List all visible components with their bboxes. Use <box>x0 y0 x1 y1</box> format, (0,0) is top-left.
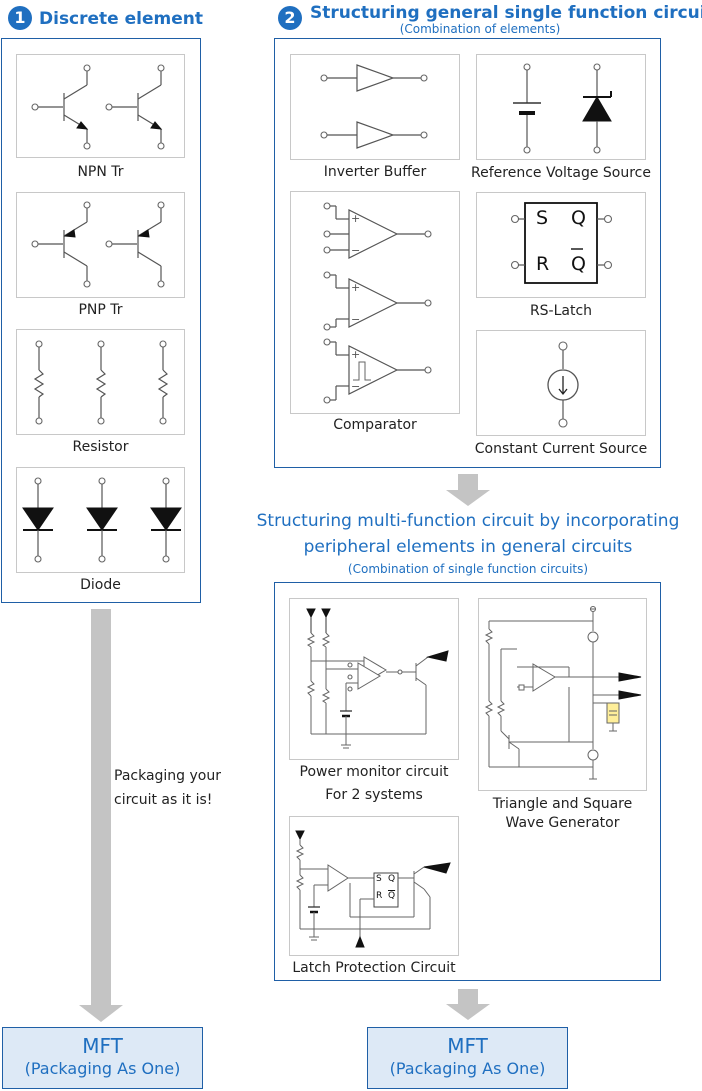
power-monitor-label-line1: Power monitor circuit <box>299 764 449 780</box>
mft-left-title: MFT <box>82 1034 123 1058</box>
rs-latch-label: RS-Latch <box>529 303 593 319</box>
latch-protection-label: Latch Protection Circuit <box>292 960 456 976</box>
section2-heading: Structuring general single function circ… <box>310 3 702 23</box>
side-note: Packaging your circuit as it is! <box>114 764 221 812</box>
inverter-buffer-label: Inverter Buffer <box>323 164 427 180</box>
comparator-label: Comparator <box>333 417 417 433</box>
section2-subheading: (Combination of elements) <box>399 22 561 36</box>
mft-left-subtitle: (Packaging As One) <box>24 1059 181 1078</box>
power-monitor-schematic <box>306 608 449 749</box>
mft-right-box: MFT (Packaging As One) <box>367 1027 568 1089</box>
resistor-card <box>16 329 185 435</box>
reference-voltage-symbol <box>513 63 612 154</box>
npn-transistor-symbol <box>31 64 165 150</box>
mini-latch-q: Q <box>388 874 396 884</box>
triangle-square-label-line2: Wave Generator <box>505 815 620 831</box>
diode-label: Diode <box>80 577 121 593</box>
resistor-label: Resistor <box>72 439 129 455</box>
mft-left-box: MFT (Packaging As One) <box>2 1027 203 1089</box>
mini-latch-r: R <box>376 891 383 901</box>
constant-current-label: Constant Current Source <box>474 441 648 457</box>
buffer-symbol <box>320 64 428 149</box>
svg-text:+: + <box>351 281 360 294</box>
comparator-card: + − + − + − <box>290 191 460 414</box>
power-monitor-label-line2: For 2 systems <box>325 787 423 803</box>
mini-latch-s: S <box>376 874 382 884</box>
latch-qbar-label: Q <box>571 253 586 275</box>
triangle-square-label-line1: Triangle and Square <box>492 796 633 812</box>
svg-text:−: − <box>351 244 360 257</box>
npn-card <box>16 54 185 158</box>
section3-heading-line2: peripheral elements in general circuits <box>303 537 633 557</box>
side-note-line1: Packaging your <box>114 768 221 784</box>
svg-text:+: + <box>351 348 360 361</box>
svg-text:−: − <box>351 313 360 326</box>
power-monitor-card <box>289 598 459 760</box>
side-note-line2: circuit as it is! <box>114 792 213 808</box>
latch-r-label: R <box>536 253 550 275</box>
resistor-symbol <box>33 340 169 425</box>
svg-text:−: − <box>351 380 360 393</box>
latch-protection-card: S Q R Q <box>289 816 459 956</box>
latch-q-label: Q <box>571 207 586 229</box>
reference-voltage-card <box>476 54 646 160</box>
npn-label: NPN Tr <box>77 164 124 180</box>
inverter-buffer-card <box>290 54 460 160</box>
svg-text:+: + <box>351 212 360 225</box>
section3-subheading: (Combination of single function circuits… <box>347 562 589 576</box>
triangle-square-card <box>478 598 647 791</box>
triangle-square-schematic <box>484 605 642 780</box>
latch-s-label: S <box>536 207 549 229</box>
reference-voltage-label: Reference Voltage Source <box>471 165 651 181</box>
mft-right-subtitle: (Packaging As One) <box>389 1059 546 1078</box>
mft-right-title: MFT <box>447 1034 488 1058</box>
constant-current-symbol <box>547 341 579 428</box>
pnp-transistor-symbol <box>31 201 165 288</box>
rs-latch-card: S Q R Q <box>476 192 646 298</box>
diode-card <box>16 467 185 573</box>
mini-latch-qbar: Q <box>388 891 396 901</box>
constant-current-card <box>476 330 646 436</box>
pnp-card <box>16 192 185 298</box>
section2-badge: 2 <box>278 6 302 30</box>
section3-heading-line1: Structuring multi-function circuit by in… <box>256 511 680 531</box>
section1-badge: 1 <box>8 6 32 30</box>
comparator-symbol: + − + − + − <box>323 202 432 404</box>
latch-protection-schematic <box>295 830 451 948</box>
diode-symbol <box>22 477 182 563</box>
rs-latch-symbol <box>510 202 613 284</box>
pnp-label: PNP Tr <box>78 302 123 318</box>
section1-heading: Discrete element <box>39 9 203 29</box>
